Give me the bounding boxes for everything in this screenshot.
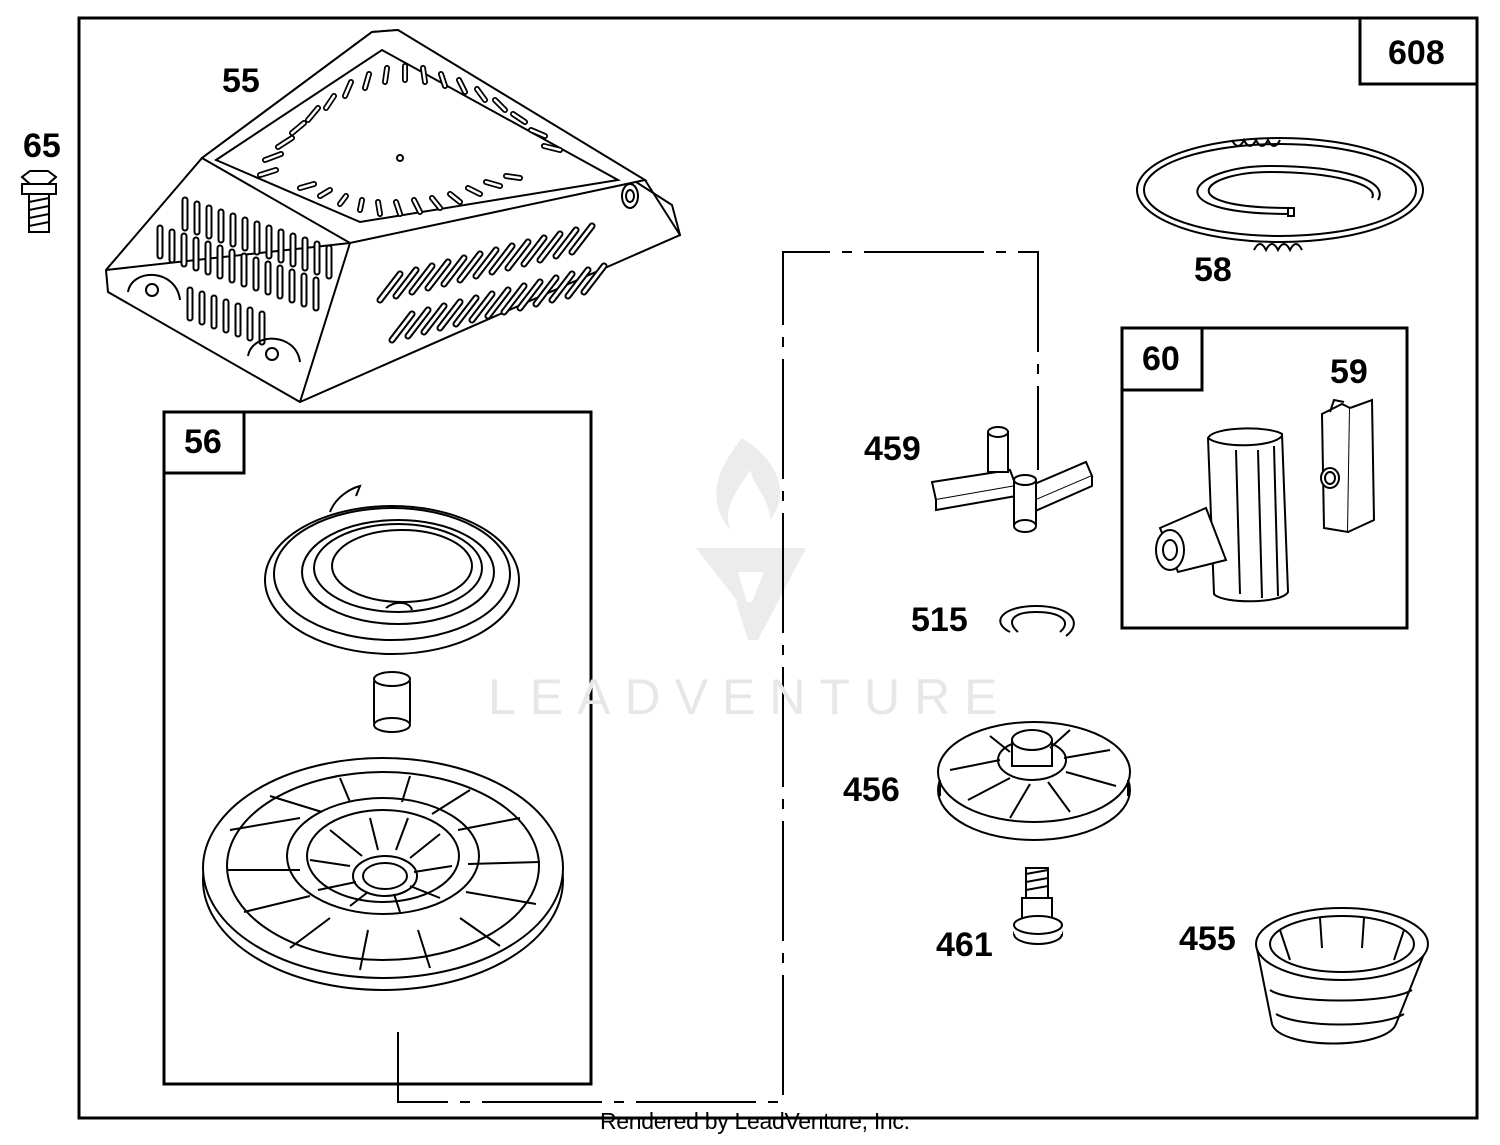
part-459-dogs xyxy=(932,427,1092,532)
part-55-blower-housing xyxy=(106,30,680,402)
part-bushing xyxy=(374,672,410,732)
connector-line xyxy=(398,252,1038,1102)
part-label-459: 459 xyxy=(864,430,921,468)
part-60-handle xyxy=(1156,428,1288,601)
kit-box-56-tab xyxy=(164,412,244,473)
part-label-65: 65 xyxy=(23,127,61,165)
part-label-59: 59 xyxy=(1330,353,1368,391)
part-label-58: 58 xyxy=(1194,251,1232,289)
part-label-455: 455 xyxy=(1179,920,1236,958)
part-label-461: 461 xyxy=(936,926,993,964)
part-455-cup xyxy=(1256,908,1428,1044)
kit-box-label-56: 56 xyxy=(184,423,222,461)
assembly-number-box xyxy=(1360,18,1477,84)
assembly-number: 608 xyxy=(1388,34,1445,72)
part-461-screw xyxy=(1014,868,1062,944)
kit-box-label-60: 60 xyxy=(1142,340,1180,378)
watermark-logo xyxy=(696,438,806,640)
footer-credit: Rendered by LeadVenture, Inc. xyxy=(600,1108,910,1134)
part-58-line xyxy=(1137,138,1423,250)
part-label-55: 55 xyxy=(222,62,260,100)
part-65-bolt xyxy=(22,171,56,232)
part-recoil-spring xyxy=(265,486,519,654)
part-label-456: 456 xyxy=(843,771,900,809)
kit-box-56 xyxy=(164,412,591,1084)
part-pulley xyxy=(203,758,563,990)
part-515-retainer-ring xyxy=(1000,606,1074,636)
outer-frame xyxy=(79,18,1477,1118)
part-456-ratchet xyxy=(938,722,1130,840)
kit-box-60 xyxy=(1122,328,1407,628)
part-label-515: 515 xyxy=(911,601,968,639)
watermark-text: LEADVENTURE xyxy=(488,669,1012,725)
part-59-clip xyxy=(1321,400,1374,532)
kit-box-60-tab xyxy=(1122,328,1202,390)
